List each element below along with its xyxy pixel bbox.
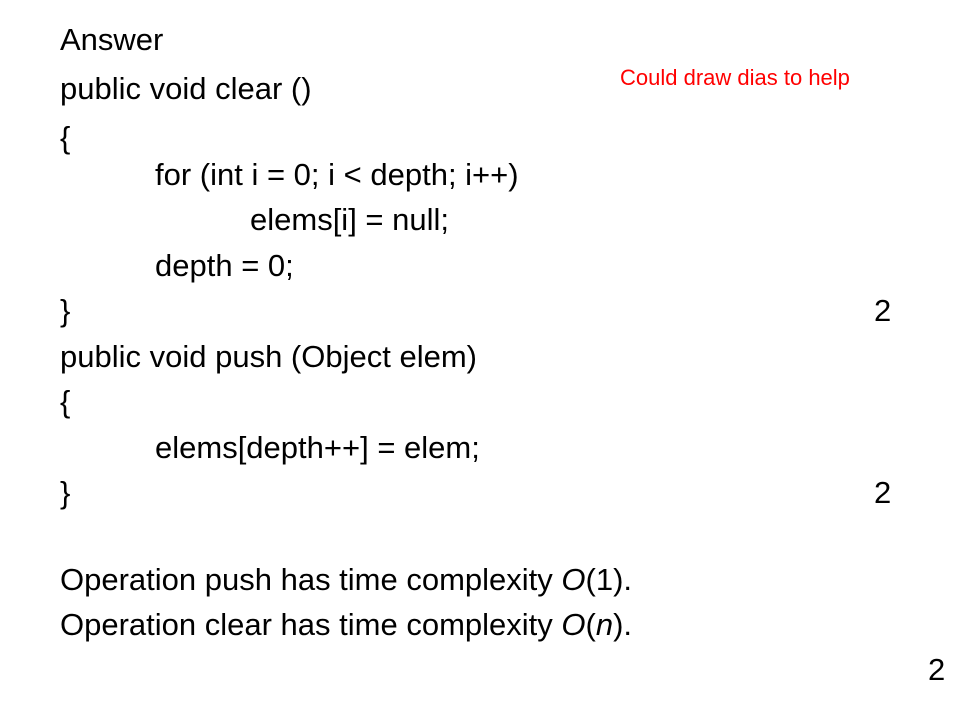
push-close-brace: }	[60, 475, 71, 510]
margin-note: Could draw dias to help	[620, 65, 850, 90]
clear-big-o: O	[561, 607, 586, 642]
clear-open-brace: {	[60, 120, 71, 155]
push-big-o: O	[561, 562, 586, 597]
clear-signature: public void clear ()	[60, 71, 312, 106]
clear-complexity-statement: Operation clear has time complexity O(n)…	[60, 607, 632, 643]
complexity-mark: 2	[928, 652, 946, 687]
clear-complexity-prefix: Operation clear has time complexity	[60, 607, 562, 642]
push-mark: 2	[874, 475, 892, 510]
push-complexity-prefix: Operation push has time complexity	[60, 562, 562, 597]
push-complexity-arg: (1).	[585, 562, 633, 597]
clear-arg-open: (	[585, 607, 596, 642]
push-complexity-statement: Operation push has time complexity O(1).	[60, 562, 632, 598]
answer-heading: Answer	[60, 22, 164, 57]
clear-mark: 2	[874, 293, 892, 328]
clear-arg-close: ).	[613, 607, 633, 642]
push-body: elems[depth++] = elem;	[155, 430, 480, 465]
clear-var-n: n	[595, 607, 614, 642]
clear-for-loop: for (int i = 0; i < depth; i++)	[155, 157, 519, 192]
push-signature: public void push (Object elem)	[60, 339, 477, 374]
push-open-brace: {	[60, 384, 71, 419]
clear-reset-depth: depth = 0;	[155, 248, 294, 283]
clear-loop-body: elems[i] = null;	[250, 202, 450, 237]
clear-close-brace: }	[60, 293, 71, 328]
